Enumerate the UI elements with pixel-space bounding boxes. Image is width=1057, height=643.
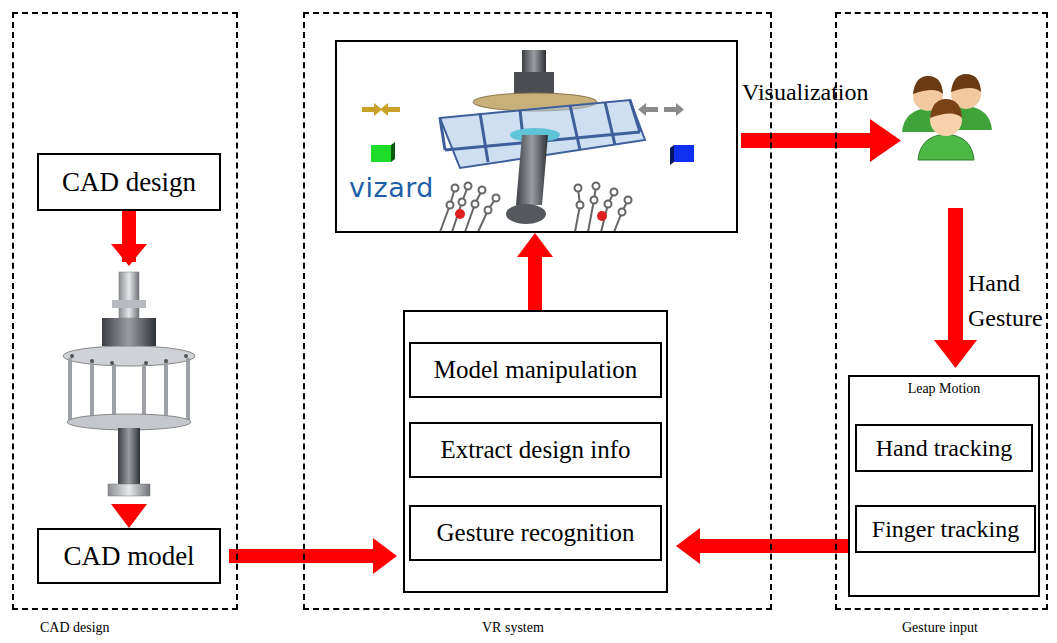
shaft [119, 272, 139, 318]
vr-scene [362, 50, 694, 232]
module-box: Model manipulationExtract design infoGes… [403, 310, 668, 593]
image-ground [60, 262, 200, 504]
process-box: Hand tracking [855, 424, 1033, 472]
arrow-head [373, 538, 397, 574]
users-icon [902, 74, 992, 160]
lower-shaft [118, 428, 140, 486]
process-box: Finger tracking [855, 505, 1036, 553]
region-caption: CAD design [40, 620, 110, 636]
arrow-head [111, 504, 147, 528]
upper-ring [63, 346, 195, 366]
grey-arrows [638, 103, 684, 116]
process-box: Extract design info [409, 422, 662, 478]
arrow-head [676, 528, 700, 564]
box-label: Finger tracking [872, 516, 1019, 543]
device-title: Leap Motion [908, 381, 981, 397]
bolt-row [70, 354, 188, 365]
hand-skeleton [440, 183, 500, 233]
dashed-region: CAD designCAD designCAD model [12, 12, 238, 610]
process-box: Model manipulation [409, 342, 662, 398]
arrow-label: Hand Gesture [968, 266, 1052, 336]
device-box: Leap MotionHand trackingFinger tracking [848, 375, 1040, 597]
red-arrow [517, 233, 553, 310]
base [108, 484, 150, 496]
red-arrow [229, 538, 397, 574]
region-caption: VR system [482, 620, 544, 636]
region-caption: Gesture input [902, 620, 978, 636]
arrow-label: Visualization [742, 78, 869, 107]
vizard-logo: vizard [349, 172, 434, 203]
visualization-arrow [741, 119, 901, 162]
box-label: CAD design [62, 167, 196, 198]
dashed-region: VR systemvizardModel manipulationExtract… [303, 12, 772, 610]
hub [102, 318, 156, 346]
green-cube [371, 142, 395, 162]
user-figure [918, 99, 974, 160]
arrow-shaft [528, 255, 542, 310]
arrow-head [111, 244, 147, 266]
gold-arrows [362, 103, 400, 116]
hand-skeleton [575, 183, 632, 233]
screen-box: vizard [335, 40, 738, 233]
process-box: CAD design [37, 153, 221, 211]
machine-model [440, 50, 645, 224]
lower-ring [67, 414, 191, 430]
box-label: Model manipulation [434, 356, 637, 384]
process-box: CAD model [37, 528, 221, 584]
box-label: CAD model [63, 541, 194, 572]
blue-cube [670, 145, 694, 165]
cad-render [60, 262, 200, 504]
arrow-head [517, 233, 553, 257]
box-label: Extract design info [440, 436, 630, 464]
box-label: Hand tracking [876, 435, 1013, 462]
collar [112, 300, 146, 308]
box-label: Gesture recognition [437, 519, 635, 547]
process-box: Gesture recognition [409, 505, 662, 561]
arrow-shaft [698, 539, 848, 553]
red-arrow [676, 528, 848, 564]
arrow-shaft [229, 549, 375, 563]
